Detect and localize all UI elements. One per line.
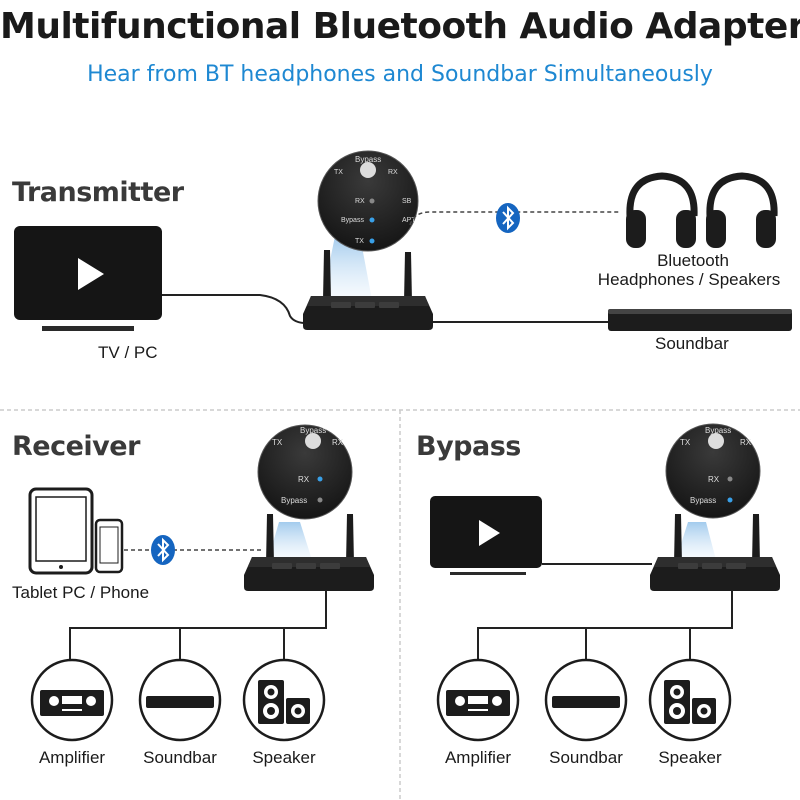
- output-label-speaker: Speaker: [658, 748, 722, 767]
- zoom-label: RX: [708, 475, 720, 484]
- headphones-label-line2: Headphones / Speakers: [597, 270, 781, 289]
- page-subtitle: Hear from BT headphones and Soundbar Sim…: [87, 62, 713, 87]
- zoom-label: TX: [272, 438, 283, 447]
- zoom-label: RX: [332, 438, 344, 447]
- tv-icon: [430, 496, 542, 575]
- tv-icon: [14, 226, 162, 331]
- output-label-soundbar: Soundbar: [549, 748, 623, 767]
- tablet-label: Tablet PC / Phone: [12, 583, 150, 602]
- amplifier-icon: [446, 690, 510, 716]
- soundbar-icon: [146, 696, 214, 708]
- tv-label: TV / PC: [98, 343, 158, 362]
- transmitter-zoom-panel: Bypass TX RX RX Bypass TX SB APT: [317, 150, 419, 252]
- page-title: Multifunctional Bluetooth Audio Adapter: [0, 6, 800, 47]
- zoom-label: Bypass: [690, 496, 716, 505]
- soundbar-icon: [552, 696, 620, 708]
- transmitter-heading: Transmitter: [12, 177, 184, 208]
- zoom-label: APT: [402, 217, 416, 224]
- zoom-label: RX: [355, 198, 365, 205]
- zoom-label: RX: [740, 438, 752, 447]
- headphones-icon: [706, 172, 778, 248]
- receiver-zoom-panel: Bypass TX RX RX Bypass: [257, 424, 353, 520]
- zoom-label: Bypass: [355, 155, 381, 164]
- headphones-label-line1: Bluetooth: [657, 251, 729, 270]
- output-label-speaker: Speaker: [252, 748, 316, 767]
- bluetooth-icon: [495, 202, 521, 234]
- zoom-label: SB: [402, 198, 412, 205]
- amplifier-icon: [40, 690, 104, 716]
- zoom-label: TX: [355, 238, 364, 245]
- tablet-icon: [28, 487, 94, 575]
- zoom-label: TX: [680, 438, 691, 447]
- bluetooth-icon: [150, 534, 176, 566]
- output-label-amplifier: Amplifier: [444, 748, 512, 767]
- zoom-label: RX: [388, 169, 398, 176]
- bypass-heading: Bypass: [416, 431, 521, 462]
- zoom-label: Bypass: [300, 426, 326, 435]
- zoom-label: Bypass: [281, 496, 307, 505]
- bypass-zoom-panel: Bypass TX RX RX Bypass: [665, 423, 761, 519]
- zoom-label: RX: [298, 475, 310, 484]
- play-icon: [479, 520, 500, 546]
- output-label-amplifier: Amplifier: [38, 748, 106, 767]
- soundbar-label: Soundbar: [655, 334, 729, 353]
- zoom-label: Bypass: [341, 217, 364, 224]
- zoom-label: Bypass: [705, 426, 731, 435]
- zoom-label: TX: [334, 169, 343, 176]
- speaker-icon: [664, 680, 716, 724]
- adapter-icon: [650, 514, 780, 591]
- phone-icon: [94, 518, 124, 574]
- headphones-icon: [626, 172, 698, 248]
- output-label-soundbar: Soundbar: [143, 748, 217, 767]
- receiver-heading: Receiver: [12, 431, 140, 462]
- play-icon: [78, 258, 104, 290]
- soundbar-icon: [608, 309, 792, 331]
- speaker-icon: [258, 680, 310, 724]
